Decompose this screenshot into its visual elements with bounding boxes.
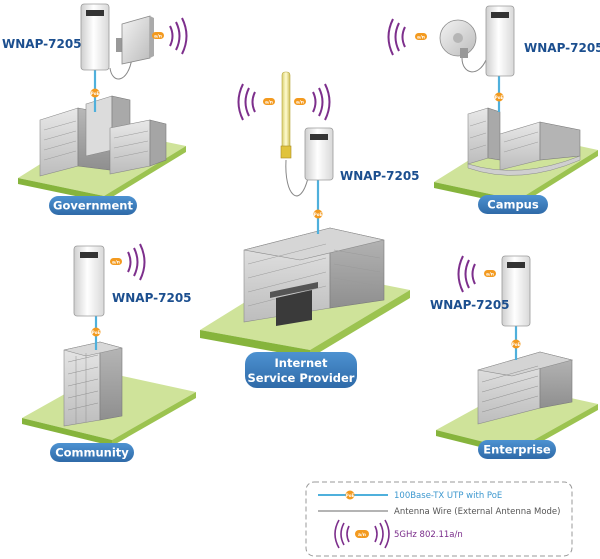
site-label-community: Community <box>55 446 129 460</box>
site-label-pill <box>478 195 548 214</box>
site-community: PoE a/n WNAP-7205 Community <box>22 243 196 462</box>
grass-edge <box>310 290 410 358</box>
poe-badge-icon <box>90 88 100 98</box>
legend-box <box>305 481 573 557</box>
government-building <box>39 95 167 177</box>
grass-edge <box>200 330 310 358</box>
device-model-label: WNAP-7205 <box>340 169 420 183</box>
poe-badge-icon <box>511 339 521 349</box>
site-label-pill <box>50 443 134 462</box>
signal-badge-text: a/n <box>265 99 273 105</box>
poe-badge-text: PoE <box>346 493 355 498</box>
device-model-label: WNAP-7205 <box>2 37 82 51</box>
device-model-label: WNAP-7205 <box>112 291 192 305</box>
legend-antenna-wire-label: Antenna Wire (External Antenna Mode) <box>394 507 560 517</box>
poe-badge-text: PoE <box>91 91 100 96</box>
wireless-signal-icon: a/n <box>457 255 496 293</box>
signal-badge-text: a/n <box>112 259 120 265</box>
enterprise-building <box>477 351 574 425</box>
legend-item-poe: PoE 100Base-TX UTP with PoE <box>318 490 502 501</box>
panel-antenna-icon <box>116 15 154 65</box>
wireless-signal-icon: a/n <box>110 243 146 281</box>
poe-badge-icon <box>313 209 323 219</box>
legend-item-wireless: a/n 5GHz 802.11a/n <box>334 519 463 549</box>
site-enterprise: PoE a/n WNAP-7205 Enterprise <box>430 255 598 459</box>
wireless-signal-icon: a/n <box>294 83 331 121</box>
access-point-icon <box>501 255 531 327</box>
site-label-pill <box>478 440 556 459</box>
access-point-icon <box>73 245 105 317</box>
isp-building <box>243 227 385 326</box>
omni-antenna-icon <box>280 71 292 159</box>
wireless-signal-icon: a/n <box>152 17 188 55</box>
legend-item-antenna-wire: Antenna Wire (External Antenna Mode) <box>318 507 560 517</box>
site-campus: PoE a/n WNAP-7205 Campus <box>387 5 600 214</box>
access-point-icon <box>485 5 515 77</box>
dish-antenna-icon <box>439 19 477 58</box>
community-building <box>63 341 123 427</box>
legend-poe-label: 100Base-TX UTP with PoE <box>394 491 502 501</box>
site-label-government: Government <box>53 199 133 213</box>
legend: PoE 100Base-TX UTP with PoE Antenna Wire… <box>305 481 573 557</box>
wireless-signal-icon: a/n <box>237 83 275 121</box>
site-label-enterprise: Enterprise <box>483 443 551 457</box>
wireless-signal-icon: a/n <box>334 519 390 549</box>
campus-building <box>467 107 581 176</box>
site-label-isp-line2: Service Provider <box>248 371 355 385</box>
poe-badge-icon <box>494 92 504 102</box>
grass-edge <box>518 150 598 206</box>
antenna-wire <box>109 57 133 80</box>
poe-badge-text: PoE <box>92 330 101 335</box>
poe-badge-text: PoE <box>314 212 323 217</box>
site-label-pill <box>49 196 137 215</box>
signal-badge-text: a/n <box>296 99 304 105</box>
poe-badge-icon <box>345 490 355 500</box>
poe-badge-text: PoE <box>495 95 504 100</box>
antenna-wire <box>461 57 487 73</box>
signal-badge-text: a/n <box>154 33 162 39</box>
grass-edge <box>22 418 112 446</box>
poe-badge-text: PoE <box>512 342 521 347</box>
device-model-label: WNAP-7205 <box>430 298 510 312</box>
device-model-label: WNAP-7205 <box>524 41 600 55</box>
site-internet-service-provider: PoE a/n a/n WNAP-7205 Internet Service P… <box>200 71 420 388</box>
site-label-pill <box>245 352 357 388</box>
legend-wireless-label: 5GHz 802.11a/n <box>394 530 463 540</box>
signal-badge-text: a/n <box>417 34 425 40</box>
site-government: PoE a/n WNAP-7205 Government <box>2 3 188 215</box>
site-label-campus: Campus <box>487 198 539 212</box>
site-label-isp-line1: Internet <box>275 356 328 370</box>
signal-badge-text: a/n <box>358 532 366 538</box>
poe-badge-icon <box>91 327 101 337</box>
access-point-icon <box>80 3 110 71</box>
access-point-icon <box>304 127 334 181</box>
antenna-wire <box>285 159 309 197</box>
wireless-signal-icon: a/n <box>387 18 427 56</box>
signal-badge-text: a/n <box>486 271 494 277</box>
grass-edge <box>112 392 196 446</box>
